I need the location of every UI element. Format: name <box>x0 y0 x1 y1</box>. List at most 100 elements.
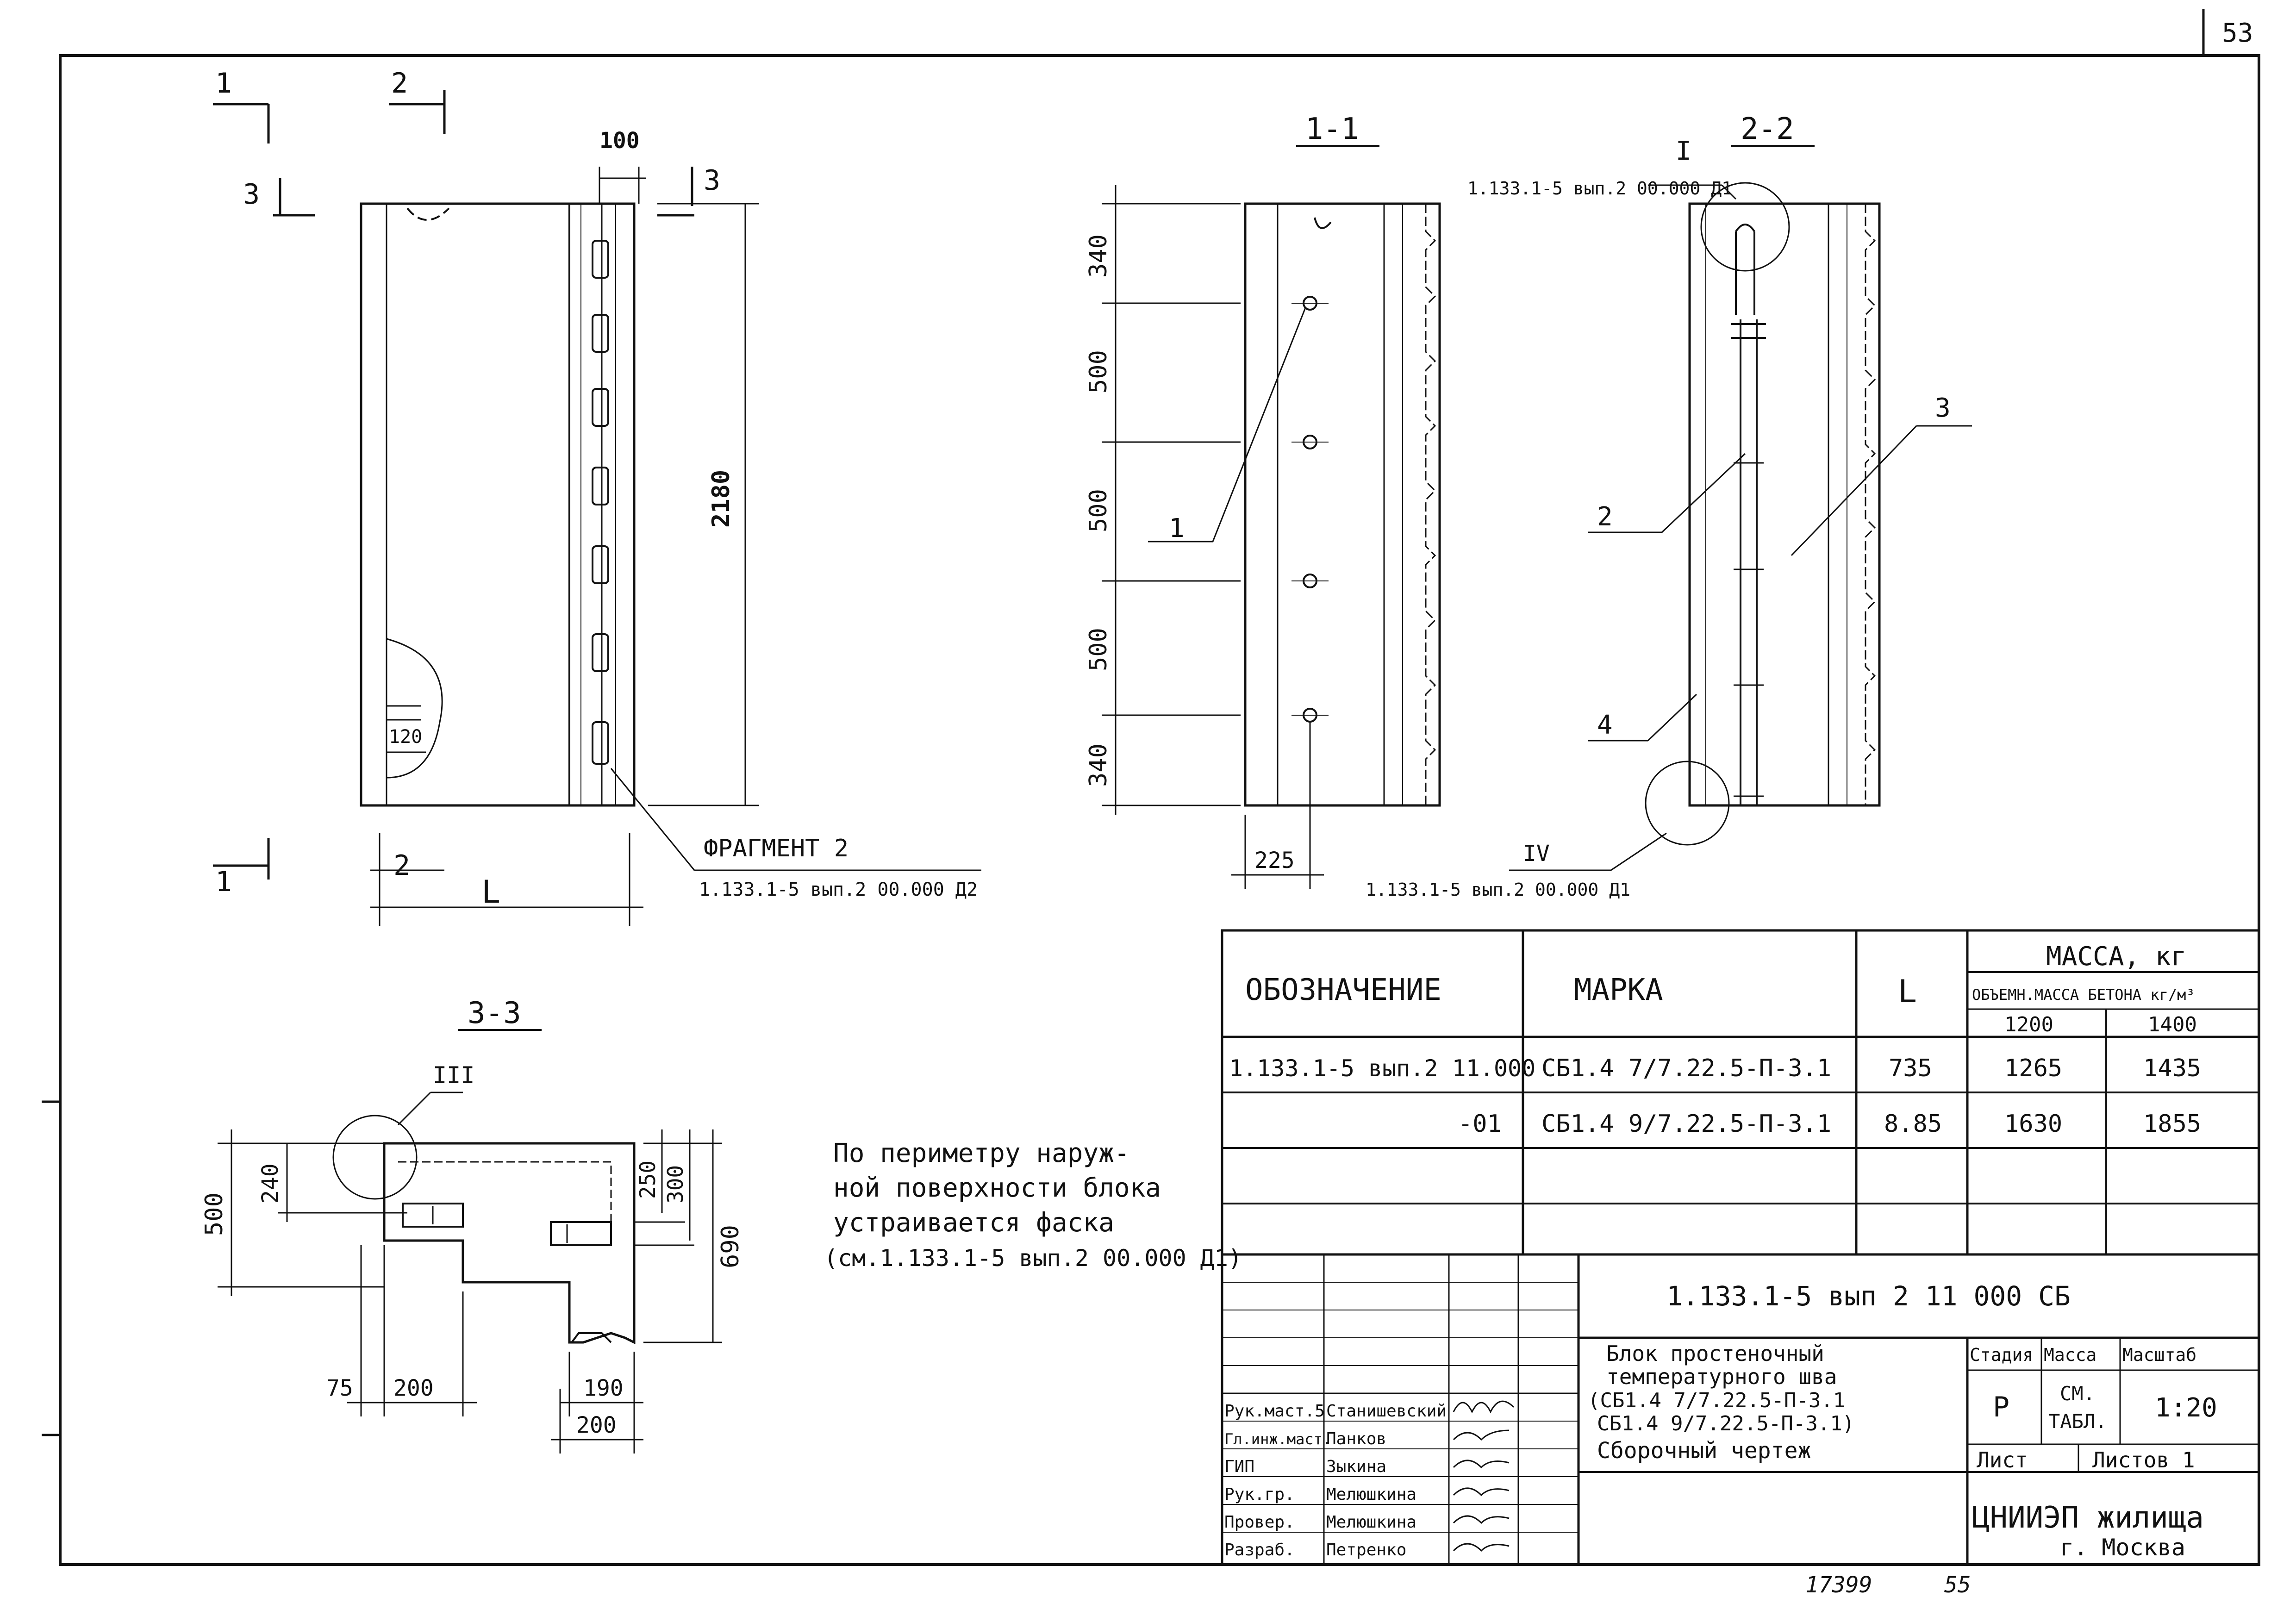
section-1-1: 1-1 340 500 500 500 340 225 1 <box>1085 112 1441 889</box>
note-line-2: ной поверхности блока <box>833 1173 1161 1203</box>
row1-mass-1400: 1435 <box>2143 1054 2201 1082</box>
section-2-2-title: 2-2 <box>1741 112 1794 146</box>
s33-dim-190: 190 <box>583 1375 624 1401</box>
pos-1-label: 1 <box>1169 513 1185 543</box>
front-view: 120 100 2180 L 2 <box>360 128 759 926</box>
row2-mark: СБ1.4 9/7.22.5-П-3.1 <box>1541 1110 1831 1138</box>
stage-label: Стадия <box>1970 1345 2033 1365</box>
mass-value-1: СМ. <box>2060 1382 2095 1405</box>
spec-table: ОБОЗНАЧЕНИЕ МАРКА L МАССА, кг ОБЪЕМН.МАС… <box>1221 929 2260 1256</box>
sec11-dim-500-c: 500 <box>1085 628 1112 671</box>
cut-mark-2-top: 2 <box>391 67 408 100</box>
org-name: ЦНИИЭП жилища <box>1972 1501 2204 1535</box>
key-slots <box>592 240 609 765</box>
table-row: -01 СБ1.4 9/7.22.5-П-3.1 8.85 1630 1855 <box>1458 1110 2201 1138</box>
row1-mark: СБ1.4 7/7.22.5-П-3.1 <box>1541 1054 1831 1082</box>
staff-role-2: Гл.инж.маст. <box>1224 1430 1331 1448</box>
dim-2180: 2180 <box>707 470 735 528</box>
row2-mass-1400: 1855 <box>2143 1110 2201 1138</box>
title-line-1: Блок простеночный <box>1606 1341 1824 1366</box>
dim-L: L <box>481 874 500 911</box>
sec11-dim-225: 225 <box>1254 848 1295 873</box>
node-I-label: I <box>1676 136 1691 166</box>
staff-role-1: Рук.маст.5 <box>1224 1402 1325 1421</box>
footer-number: 17399 <box>1805 1572 1872 1597</box>
col-mass-header: МАССА, кг <box>2046 942 2186 972</box>
dim-120: 120 <box>389 726 422 748</box>
col-density-1400: 1400 <box>2148 1013 2197 1036</box>
pos-2-label: 2 <box>1597 502 1613 532</box>
s33-dim-690: 690 <box>717 1225 744 1268</box>
mass-label: Масса <box>2044 1345 2096 1365</box>
sec11-dim-340-bottom: 340 <box>1085 743 1112 787</box>
s33-dim-300: 300 <box>663 1165 688 1204</box>
s33-dim-500: 500 <box>200 1192 228 1236</box>
fragment-2-ref: 1.133.1-5 вып.2 00.000 Д2 <box>699 879 978 900</box>
sheet-label: Лист <box>1977 1447 2028 1472</box>
fragment-2-title: ФРАГМЕНТ 2 <box>704 835 849 862</box>
s33-dim-75: 75 <box>326 1375 353 1401</box>
title-line-3: (СБ1.4 7/7.22.5-П-3.1 <box>1588 1389 1845 1412</box>
row2-length: 8.85 <box>1884 1110 1942 1138</box>
staff-role-6: Разраб. <box>1224 1541 1295 1560</box>
row1-designation: 1.133.1-5 вып.2 11.000 <box>1229 1055 1535 1082</box>
fragment-2-callout: ФРАГМЕНТ 2 1.133.1-5 вып.2 00.000 Д2 <box>610 768 981 900</box>
row2-mass-1200: 1630 <box>2004 1110 2062 1138</box>
signatures <box>1453 1400 1515 1552</box>
section-3-3: 3-3 III 500 240 250 300 690 75 20 <box>200 996 744 1454</box>
sec11-dim-340-top: 340 <box>1085 234 1112 278</box>
staff-name-6: Петренко <box>1326 1541 1406 1560</box>
sheet-frame <box>59 54 2260 1566</box>
cut-markers: 1 2 3 3 1 <box>213 67 720 898</box>
col-density-1200: 1200 <box>2004 1013 2053 1036</box>
col-mark-header: МАРКА <box>1574 973 1663 1007</box>
sec11-dim-500-a: 500 <box>1085 350 1112 393</box>
staff-name-5: Мелюшкина <box>1326 1513 1416 1532</box>
cut-mark-3-right: 3 <box>704 164 720 197</box>
staff-role-5: Провер. <box>1224 1513 1295 1532</box>
staff-role-4: Рук.гр. <box>1224 1485 1295 1504</box>
section-1-1-title: 1-1 <box>1305 112 1359 146</box>
col-designation-header: ОБОЗНАЧЕНИЕ <box>1245 973 1441 1007</box>
title-line-4: СБ1.4 9/7.22.5-П-3.1) <box>1597 1412 1854 1435</box>
staff-name-2: Панков <box>1326 1429 1386 1448</box>
node-I-ref: 1.133.1-5 вып.2 00.000 Д1 <box>1467 178 1732 199</box>
left-margin-ticks <box>42 1100 60 1436</box>
staff-name-1: Станишевский <box>1326 1402 1447 1421</box>
mass-value-2: ТАБЛ. <box>2048 1410 2107 1433</box>
col-mass-subheader: ОБЪЕМН.МАССА БЕТОНА кг/м³ <box>1972 986 2195 1004</box>
stage-value: Р <box>1993 1391 2009 1423</box>
title-line-5: Сборочный чертеж <box>1597 1438 1811 1464</box>
page-corner-box: 53 <box>2202 9 2253 55</box>
chamfer-note: По периметру наруж- ной поверхности блок… <box>824 1138 1242 1272</box>
pos-3-label: 3 <box>1935 393 1951 423</box>
note-line-4: (см.1.133.1-5 вып.2 00.000 Д1) <box>824 1245 1242 1272</box>
s33-dim-240: 240 <box>257 1163 283 1204</box>
node-IV-ref: 1.133.1-5 вып.2 00.000 Д1 <box>1366 880 1630 900</box>
s33-dim-200b: 200 <box>576 1412 617 1438</box>
section-3-3-title: 3-3 <box>468 996 521 1030</box>
dim-100: 100 <box>599 128 640 154</box>
title-line-2: температурного шва <box>1606 1364 1837 1389</box>
staff-name-4: Мелюшкина <box>1326 1485 1416 1504</box>
page-corner-number: 53 <box>2222 18 2253 48</box>
col-length-header: L <box>1898 973 1917 1010</box>
section-2-2: 2-2 I 1.133.1-5 вып.2 00.000 Д1 2 3 4 IV <box>1366 112 1972 900</box>
cut-mark-1-bottom: 1 <box>215 866 232 898</box>
row1-length: 735 <box>1889 1054 1932 1082</box>
node-IV-label: IV <box>1523 841 1550 867</box>
dim-2-label: 2 <box>393 849 410 882</box>
row2-designation: -01 <box>1458 1110 1502 1138</box>
sec11-dim-500-b: 500 <box>1085 489 1112 532</box>
doc-code: 1.133.1-5 вып 2 11 000 СБ <box>1666 1280 2071 1312</box>
row1-mass-1200: 1265 <box>2004 1054 2062 1082</box>
cut-mark-1-top: 1 <box>215 67 232 100</box>
s33-dim-250: 250 <box>635 1160 660 1199</box>
footer-page: 55 <box>1944 1572 1971 1597</box>
org-city: г. Москва <box>2060 1534 2185 1561</box>
pos-4-label: 4 <box>1597 710 1613 740</box>
note-line-3: устраивается фаска <box>833 1208 1114 1238</box>
staff-name-3: Зыкина <box>1326 1457 1386 1476</box>
node-III-label: III <box>433 1062 474 1089</box>
